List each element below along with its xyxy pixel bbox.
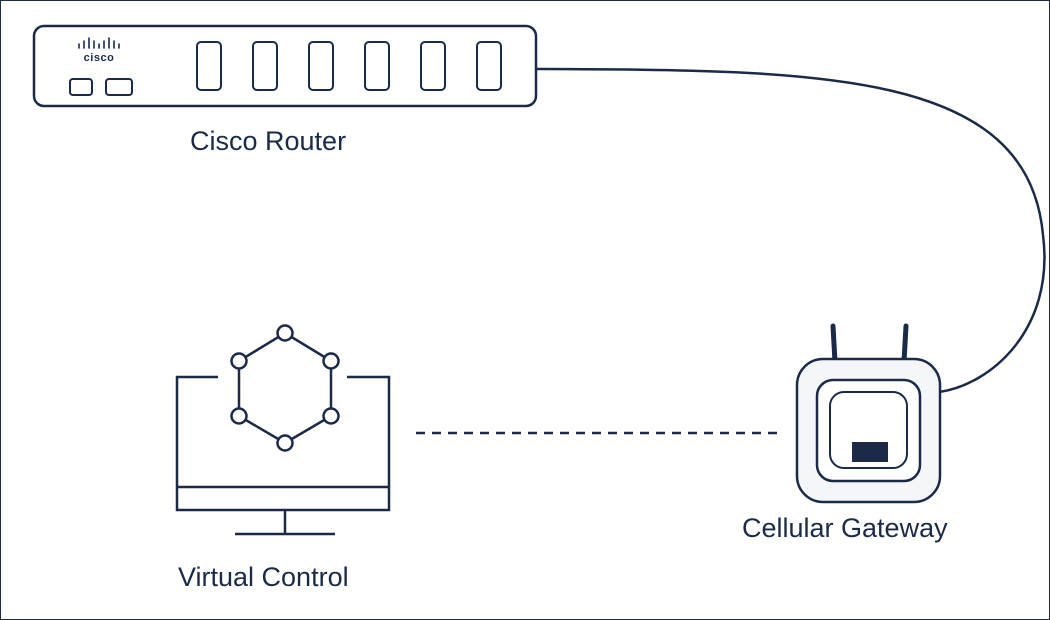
router-port bbox=[364, 41, 390, 91]
control-label: Virtual Control bbox=[178, 562, 349, 592]
hexagon-node bbox=[322, 352, 340, 370]
hexagon-node bbox=[276, 434, 294, 452]
router-port bbox=[476, 41, 502, 91]
cisco-logo: cisco bbox=[78, 37, 120, 64]
router-ports bbox=[196, 41, 502, 91]
router-device: cisco bbox=[32, 24, 538, 108]
gateway-inner-outline bbox=[829, 391, 908, 469]
router-port-small-1 bbox=[69, 78, 93, 96]
hexagon-node bbox=[230, 352, 248, 370]
hexagon-network-icon bbox=[230, 324, 340, 452]
gateway-antenna-right bbox=[901, 323, 909, 365]
hexagon-node bbox=[276, 324, 294, 342]
monitor-frame bbox=[175, 375, 391, 512]
gateway-inner-panel bbox=[815, 378, 922, 483]
router-port-small-2 bbox=[105, 78, 133, 96]
gateway-label: Cellular Gateway bbox=[742, 513, 948, 543]
cellular-gateway-device bbox=[795, 323, 942, 504]
virtual-control-monitor bbox=[175, 324, 391, 536]
router-chassis bbox=[32, 24, 538, 108]
router-port bbox=[308, 41, 334, 91]
router-label: Cisco Router bbox=[190, 126, 347, 156]
hexagon-node bbox=[322, 407, 340, 425]
gateway-antenna-left bbox=[830, 323, 838, 365]
cisco-logo-text: cisco bbox=[84, 52, 115, 64]
gateway-indicator bbox=[852, 442, 888, 462]
router-port bbox=[196, 41, 222, 91]
router-port bbox=[420, 41, 446, 91]
router-port bbox=[252, 41, 278, 91]
router-gateway-cable bbox=[535, 67, 1046, 394]
hexagon-node bbox=[230, 407, 248, 425]
